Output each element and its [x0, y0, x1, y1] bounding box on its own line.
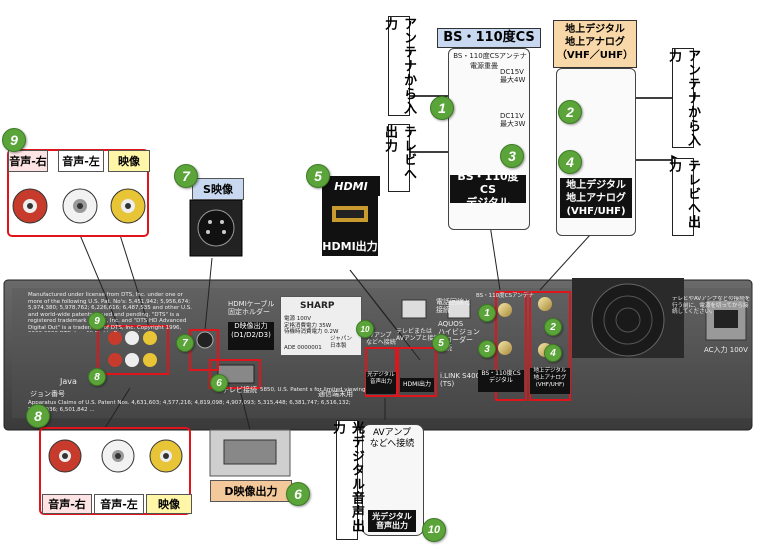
av-top-jacks — [12, 188, 146, 224]
bs-small-label: BS・110度CSアンテナ — [476, 293, 534, 299]
bs-panel-title: BS・110度CSアンテナ — [453, 52, 527, 60]
d-video-label: D映像出力 — [210, 480, 292, 502]
serial-number: ADE 0000001 — [284, 345, 322, 351]
badge-9-top: 9 — [2, 128, 26, 152]
bs-antenna-in-label: アンテナから入力 — [382, 16, 416, 116]
leader-lines — [79, 224, 591, 431]
bs-footer: BS・110度CS デジタル — [450, 170, 526, 209]
av-bottom-video-label: 映像 — [146, 494, 192, 514]
opt-small-label: 光デジタル 音声出力 — [366, 372, 396, 394]
badge-4-back: 4 — [544, 344, 562, 362]
ilink-label: i.LINK S400 (TS) — [440, 372, 480, 388]
badge-1-back: 1 — [478, 304, 496, 322]
badge-2-back: 2 — [544, 318, 562, 336]
comm-label: 通信端末用 — [318, 390, 353, 398]
bs-dc1: DC15V — [500, 68, 524, 76]
badge-10-bottom: 10 — [422, 518, 446, 542]
badge-10-back: 10 — [356, 320, 374, 338]
spec-plate — [280, 296, 362, 356]
badge-6-bottom: 6 — [286, 482, 310, 506]
d-out-back-label: D映像出力 (D1/D2/D3) — [228, 322, 274, 350]
bs-dc3: DC11V — [500, 112, 524, 120]
av-top-video-label: 映像 — [108, 150, 150, 172]
amp-small-label: AVアンプ などへ接続 — [366, 332, 396, 346]
version-label: ジョン番号 — [30, 390, 65, 398]
made-in-text: ジャパン 日本製 — [330, 336, 353, 349]
badge-5-back: 5 — [432, 334, 450, 352]
s-video-label: S映像 — [192, 178, 244, 200]
badge-5-top: 5 — [306, 164, 330, 188]
optical-label: 光デジタル 音声出力 — [368, 510, 416, 532]
patent-tail: 5850, U.S. Patent s for limited viewing … — [260, 387, 395, 393]
terr-antenna-in-label: アンテナから入力 — [666, 48, 700, 148]
fan-grille — [572, 278, 684, 358]
badge-7-top: 7 — [174, 164, 198, 188]
right-note: テレビやAVアンプなどの接続を行う前に、電源を切ってから接続してください。 — [672, 296, 751, 315]
hdmi-logo: HDMI — [322, 176, 380, 196]
av-bottom-jacks — [48, 439, 183, 473]
av-top-audio-l-label: 音声-左 — [58, 150, 104, 172]
hdmi-small-label: HDMI出力 — [400, 378, 434, 392]
tv-or-amp-label: テレビまたは AVアンプと接続 — [396, 328, 440, 342]
optical-side-label: 光デジタル音声出力 — [330, 420, 364, 540]
sharp-logo: SHARP — [300, 301, 335, 311]
badge-3-back: 3 — [478, 340, 496, 358]
badge-4-top: 4 — [558, 150, 582, 174]
legal-text: Manufactured under license from DTS, Inc… — [28, 292, 193, 332]
bs-header: BS・110度CS — [437, 28, 541, 48]
d-video-port — [209, 429, 291, 477]
patent-text: Apparatus Claims of U.S. Patent Nos. 4,6… — [28, 400, 351, 413]
optical-note: AVアンプ などへ接続 — [369, 428, 415, 449]
ac-label: AC入力 100V — [704, 346, 748, 354]
bs-dig-back-label: BS・110度CS デジタル — [478, 370, 524, 392]
tv-connect-label: テレビ接続 — [222, 386, 257, 394]
terr-tv-out-label: テレビへ出力 — [666, 158, 700, 236]
hdmi-holder-label: HDMIケーブル 固定ホルダー — [228, 300, 275, 316]
badge-9-back: 9 — [88, 312, 106, 330]
terr-dig-back-label: 地上デジタル 地上アナログ (VHF/UHF) — [530, 368, 570, 394]
badge-3-top: 3 — [500, 144, 524, 168]
hdmi-label: HDMI出力 — [322, 236, 378, 256]
phone-label: 電話回線と 接続 — [436, 298, 471, 314]
hdmi-port — [322, 196, 378, 236]
s-video-jack — [189, 199, 243, 257]
badge-6-back: 6 — [210, 374, 228, 392]
av-bottom-audio-r-label: 音声-右 — [42, 494, 92, 514]
bs-tv-out-label: テレビへ出力 — [382, 124, 416, 192]
badge-8-bottom: 8 — [26, 404, 50, 428]
badge-8-back: 8 — [88, 368, 106, 386]
bs-dc4: 最大3W — [500, 120, 526, 128]
bs-power: 電源重畳 — [470, 62, 498, 70]
badge-2-top: 2 — [558, 100, 582, 124]
spec-text: 電源 100V 定格消費電力 35W 待機時消費電力 0.2W — [284, 316, 339, 335]
bs-dc2: 最大4W — [500, 76, 526, 84]
java-logo: Java — [60, 377, 77, 386]
back-panel — [3, 278, 753, 431]
av-bottom-audio-l-label: 音声-左 — [94, 494, 144, 514]
badge-7-back: 7 — [176, 334, 194, 352]
terrestrial-header: 地上デジタル 地上アナログ （VHF／UHF） — [553, 20, 637, 68]
terrestrial-footer: 地上デジタル 地上アナログ (VHF/UHF) — [560, 178, 632, 218]
badge-1-top: 1 — [430, 96, 454, 120]
av-top-audio-r-label: 音声-右 — [8, 150, 48, 172]
